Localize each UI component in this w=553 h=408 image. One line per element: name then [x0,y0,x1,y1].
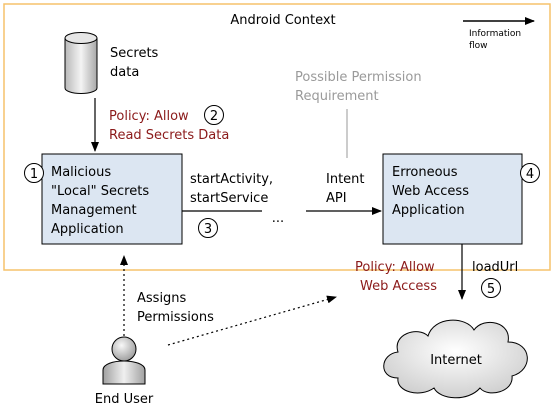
start-calls-line1: startActivity, [190,172,273,187]
step-5-number: 5 [487,282,495,297]
policy-web-label-line2: Web Access [360,279,437,294]
step-2-badge [204,105,224,125]
step-4-number: 4 [526,167,534,182]
erroneous-app-line2: Web Access [392,184,469,199]
erroneous-app-box [382,153,523,245]
database-icon [64,32,98,94]
internet-label: Internet [430,353,482,368]
step-3-badge [198,218,218,238]
load-url-label: loadUrl [472,260,518,275]
malicious-app-box [41,153,183,245]
step-3-number: 3 [204,222,212,237]
step-4-badge [520,163,540,183]
secrets-data-label-line1: Secrets [110,46,159,61]
possible-permission-line1: Possible Permission [295,70,422,85]
legend-label-line2: flow [469,41,488,51]
call-ellipsis: ... [272,211,284,226]
assign-to-web-arrow [167,295,337,346]
malicious-app-line3: Management [51,203,137,218]
end-user-label: End User [95,392,154,407]
start-calls-line2: startService [190,191,268,206]
intent-api-line1: Intent [326,172,365,187]
policy-read-label-line2: Read Secrets Data [109,128,229,143]
user-icon [102,336,146,385]
assigns-label-line1: Assigns [137,291,187,306]
legend-label-line1: Information [469,29,521,39]
erroneous-app-line1: Erroneous [392,165,458,180]
intent-api-line2: API [326,191,347,206]
android-context-frame [3,3,551,271]
cloud-icon [383,319,528,399]
malicious-app-line4: Application [51,222,124,237]
android-context-title: Android Context [230,13,335,28]
step-2-number: 2 [210,109,218,124]
malicious-app-line1: Malicious [51,165,111,180]
step-1-badge [24,163,44,183]
malicious-app-line2: "Local" Secrets [51,184,149,199]
assigns-label-line2: Permissions [137,310,214,325]
policy-read-label-line1: Policy: Allow [109,109,189,124]
step-5-badge [481,278,501,298]
possible-permission-line2: Requirement [295,89,379,104]
step-1-number: 1 [30,167,38,182]
erroneous-app-line3: Application [392,203,465,218]
policy-web-label-line1: Policy: Allow [355,260,435,275]
secrets-data-label-line2: data [110,65,139,80]
